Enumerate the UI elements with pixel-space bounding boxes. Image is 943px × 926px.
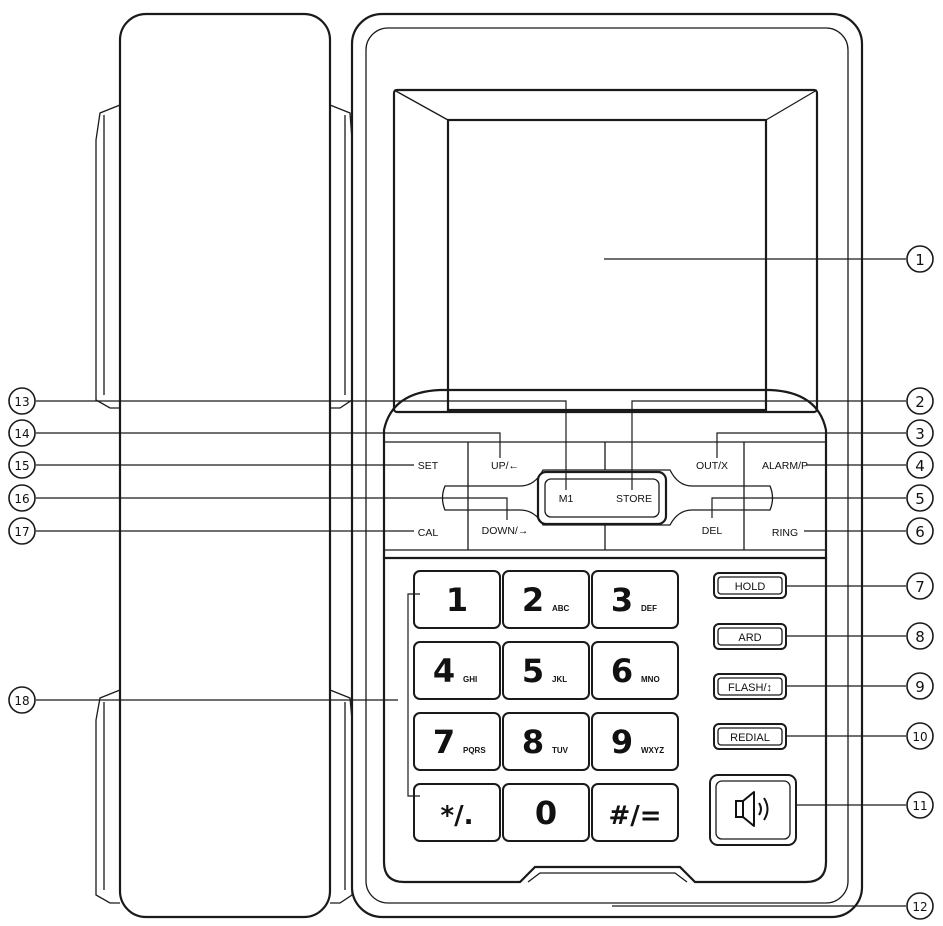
keypad-key-digit: 3	[611, 581, 633, 619]
m1-key[interactable]: M1	[559, 493, 574, 505]
keypad-key-frame	[413, 570, 501, 629]
keypad-key-frame	[591, 641, 679, 700]
callout-12: 12	[912, 900, 927, 914]
callout-9: 9	[915, 678, 925, 696]
callout-6: 6	[915, 523, 925, 541]
hold-button[interactable]: HOLD	[713, 572, 787, 599]
keypad-key-digit: 4	[433, 652, 455, 690]
set-key[interactable]: SET	[418, 460, 439, 472]
keypad-key-frame	[502, 783, 590, 842]
keypad-key-digit: 5	[522, 652, 544, 690]
keypad-key-frame	[502, 570, 590, 629]
keypad-key-frame	[591, 570, 679, 629]
up-key[interactable]: UP/←	[491, 460, 519, 472]
out-key[interactable]: OUT/X	[696, 460, 728, 472]
callout-17: 17	[14, 525, 29, 539]
side-buttons: HOLD ARD FLASH/↕ REDIAL	[709, 572, 797, 846]
keypad-key-digit: 2	[522, 581, 544, 619]
ring-key[interactable]: RING	[772, 527, 798, 539]
callout-1: 1	[915, 251, 925, 269]
keypad-key-frame	[413, 641, 501, 700]
display-screen	[392, 88, 819, 414]
callout-7: 7	[915, 578, 925, 596]
callout-5: 5	[915, 490, 925, 508]
callout-15: 15	[14, 459, 29, 473]
ard-label: ARD	[738, 632, 761, 644]
callout-2: 2	[915, 393, 925, 411]
keypad-key-letters: PQRS	[463, 746, 486, 755]
keypad-key-digit: 1	[446, 581, 468, 619]
keypad-key-frame	[413, 712, 501, 771]
callout-11: 11	[912, 799, 927, 813]
cal-key[interactable]: CAL	[418, 527, 439, 539]
callout-13: 13	[14, 395, 29, 409]
keypad-key-frame	[591, 783, 679, 842]
keypad-key-digit: 9	[611, 723, 633, 761]
callout-14: 14	[14, 427, 29, 441]
keypad-key-digit: */.	[441, 801, 474, 831]
keypad-key-letters: MNO	[641, 675, 660, 684]
store-key[interactable]: STORE	[616, 493, 652, 505]
callout-4: 4	[915, 457, 925, 475]
keypad-key-digit: 6	[611, 652, 633, 690]
keypad-key-digit: 8	[522, 723, 544, 761]
callout-8: 8	[915, 628, 925, 646]
keypad-key-letters: DEF	[641, 604, 657, 613]
cradle-notch	[519, 866, 696, 883]
keypad-key-digit: 7	[433, 723, 455, 761]
redial-label: REDIAL	[730, 732, 770, 744]
keypad-key-frame	[502, 641, 590, 700]
keypad-key-letters: GHI	[463, 675, 477, 684]
speaker-button[interactable]	[709, 774, 797, 846]
down-key[interactable]: DOWN/→	[482, 525, 529, 537]
keypad-key-frame	[413, 783, 501, 842]
keypad-key[interactable]: 1	[413, 570, 501, 629]
ard-button[interactable]: ARD	[713, 623, 787, 650]
keypad-key-letters: JKL	[552, 675, 567, 684]
flash-label: FLASH/↕	[728, 682, 772, 694]
keypad-key[interactable]: #/=	[591, 783, 679, 842]
keypad-key-frame	[591, 712, 679, 771]
del-key[interactable]: DEL	[702, 525, 723, 537]
keypad-key-digit: 0	[535, 794, 557, 832]
keypad-key-digit: #/=	[608, 801, 661, 831]
flash-button[interactable]: FLASH/↕	[713, 673, 787, 700]
callout-10: 10	[912, 730, 927, 744]
keypad-key-letters: WXYZ	[641, 746, 664, 755]
keypad-key-frame	[502, 712, 590, 771]
hold-label: HOLD	[735, 581, 766, 593]
soft-key-labels: SET UP/← OUT/X ALARM/P CAL DOWN/→ DEL RI…	[418, 460, 808, 539]
alarm-key[interactable]: ALARM/P	[762, 460, 808, 472]
keypad-key-letters: TUV	[552, 746, 569, 755]
keypad-key[interactable]: */.	[413, 783, 501, 842]
callout-18: 18	[14, 694, 29, 708]
leader-lines	[36, 258, 906, 907]
speaker-icon	[735, 791, 769, 827]
keypad-key[interactable]: 0	[502, 783, 590, 842]
redial-button[interactable]: REDIAL	[713, 723, 787, 750]
callout-16: 16	[14, 492, 29, 506]
callout-3: 3	[915, 425, 925, 443]
callouts: 1 2 3 4 5 6 7 8 9 10 11 12 13 14 15 16 1…	[8, 245, 934, 920]
keypad-key-letters: ABC	[552, 604, 570, 613]
control-panel	[382, 388, 828, 560]
